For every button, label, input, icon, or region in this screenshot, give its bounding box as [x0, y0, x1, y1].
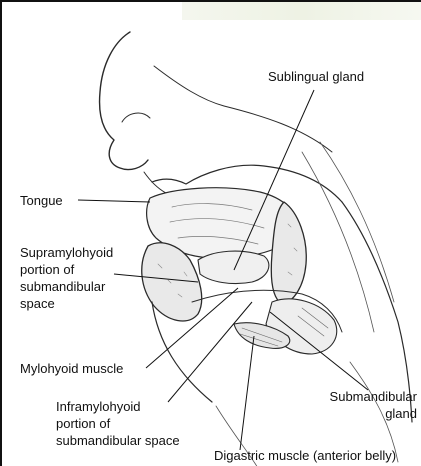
- leader-digastric: [240, 336, 254, 450]
- label-supramylohyoid-line4: space: [20, 295, 113, 312]
- label-supramylohyoid-line1: Supramylohyoid: [20, 244, 113, 261]
- label-inframylohyoid: Inframylohyoid portion of submandibular …: [56, 398, 180, 449]
- leader-tongue: [78, 200, 150, 202]
- label-submandibular-gland: Submandibular gland: [330, 388, 417, 422]
- leader-supramylohyoid: [114, 274, 198, 282]
- leader-mylohyoid: [146, 288, 238, 368]
- leader-submandibular: [270, 312, 368, 390]
- label-supramylohyoid: Supramylohyoid portion of submandibular …: [20, 244, 113, 312]
- leader-sublingual: [234, 90, 314, 270]
- leader-inframylohyoid: [168, 302, 252, 402]
- label-inframylohyoid-line1: Inframylohyoid: [56, 398, 180, 415]
- label-tongue: Tongue: [20, 192, 63, 209]
- label-inframylohyoid-line3: submandibular space: [56, 432, 180, 449]
- label-submandibular-line2: gland: [330, 405, 417, 422]
- label-digastric-muscle: Digastric muscle (anterior belly): [214, 447, 396, 464]
- label-supramylohyoid-line2: portion of: [20, 261, 113, 278]
- label-sublingual-gland: Sublingual gland: [268, 68, 364, 85]
- label-supramylohyoid-line3: submandibular: [20, 278, 113, 295]
- label-inframylohyoid-line2: portion of: [56, 415, 180, 432]
- label-mylohyoid-muscle: Mylohyoid muscle: [20, 360, 123, 377]
- label-submandibular-line1: Submandibular: [330, 388, 417, 405]
